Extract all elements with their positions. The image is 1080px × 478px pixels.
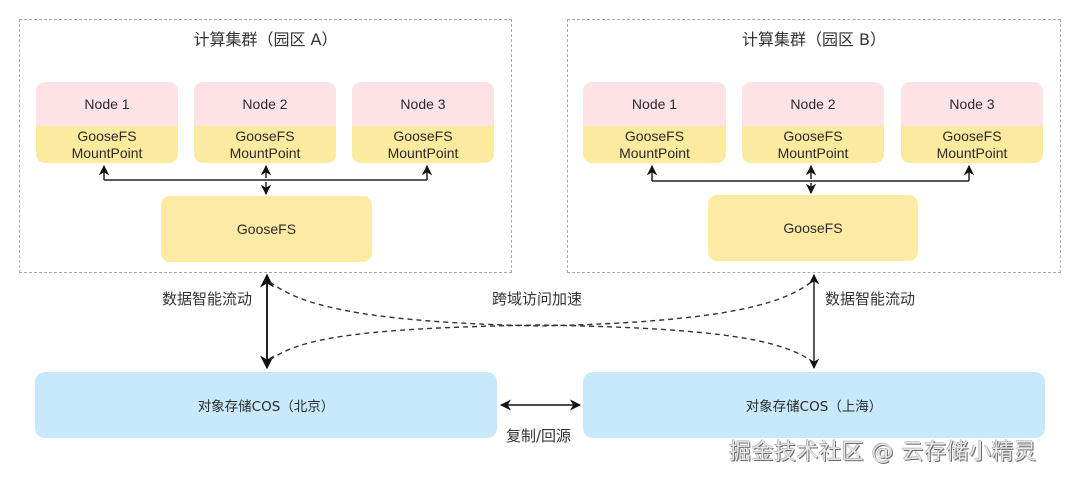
cluster-b-goosefs[interactable]: GooseFS xyxy=(708,195,918,261)
cluster-b-title: 计算集群（园区 B） xyxy=(741,30,887,49)
cluster-a: 计算集群（园区 A） xyxy=(19,19,512,273)
node-name: Node 3 xyxy=(352,82,494,126)
mountpoint: GooseFS MountPoint xyxy=(901,126,1043,163)
mountpoint-line2: MountPoint xyxy=(777,144,849,161)
mountpoint: GooseFS MountPoint xyxy=(352,126,494,163)
mountpoint-line1: GooseFS xyxy=(624,127,685,144)
mountpoint-line1: GooseFS xyxy=(393,127,453,144)
mountpoint: GooseFS MountPoint xyxy=(36,126,178,163)
cluster-a-goosefs[interactable]: GooseFS xyxy=(161,196,372,262)
mountpoint: GooseFS MountPoint xyxy=(583,126,726,163)
node-name: Node 1 xyxy=(583,82,726,126)
cos-shanghai[interactable]: 对象存储COS（上海） xyxy=(583,372,1045,438)
cluster-b-node-1[interactable]: Node 1 GooseFS MountPoint xyxy=(583,82,726,163)
mountpoint-line1: GooseFS xyxy=(77,127,137,144)
node-name: Node 1 xyxy=(36,82,178,126)
cluster-b-node-2[interactable]: Node 2 GooseFS MountPoint xyxy=(742,82,884,163)
node-name: Node 3 xyxy=(901,82,1043,126)
watermark: 掘金技术社区 @ 云存储小精灵 xyxy=(729,440,1037,465)
mountpoint: GooseFS MountPoint xyxy=(742,126,884,163)
cluster-b: 计算集群（园区 B） xyxy=(567,19,1061,273)
cluster-a-node-3[interactable]: Node 3 GooseFS MountPoint xyxy=(352,82,494,163)
mountpoint-line2: MountPoint xyxy=(619,144,690,161)
node-name: Node 2 xyxy=(742,82,884,126)
cluster-b-node-3[interactable]: Node 3 GooseFS MountPoint xyxy=(901,82,1043,163)
mountpoint-line1: GooseFS xyxy=(235,127,295,144)
replication-label: 复制/回源 xyxy=(506,427,572,445)
cluster-a-node-2[interactable]: Node 2 GooseFS MountPoint xyxy=(194,82,336,163)
mountpoint-line2: MountPoint xyxy=(71,144,143,161)
data-flow-label-b: 数据智能流动 xyxy=(825,290,916,308)
cross-region-label: 跨域访问加速 xyxy=(492,290,583,308)
cos-beijing[interactable]: 对象存储COS（北京） xyxy=(35,372,497,438)
cross-region-curve-lower xyxy=(269,324,811,361)
mountpoint-line1: GooseFS xyxy=(942,127,1002,144)
cluster-a-title: 计算集群（园区 A） xyxy=(193,30,338,49)
mountpoint-line1: GooseFS xyxy=(783,127,843,144)
data-flow-label-a: 数据智能流动 xyxy=(162,290,253,308)
cluster-a-node-1[interactable]: Node 1 GooseFS MountPoint xyxy=(36,82,178,163)
mountpoint-line2: MountPoint xyxy=(229,144,301,161)
mountpoint-line2: MountPoint xyxy=(387,144,459,161)
mountpoint-line2: MountPoint xyxy=(936,144,1008,161)
node-name: Node 2 xyxy=(194,82,336,126)
mountpoint: GooseFS MountPoint xyxy=(194,126,336,163)
